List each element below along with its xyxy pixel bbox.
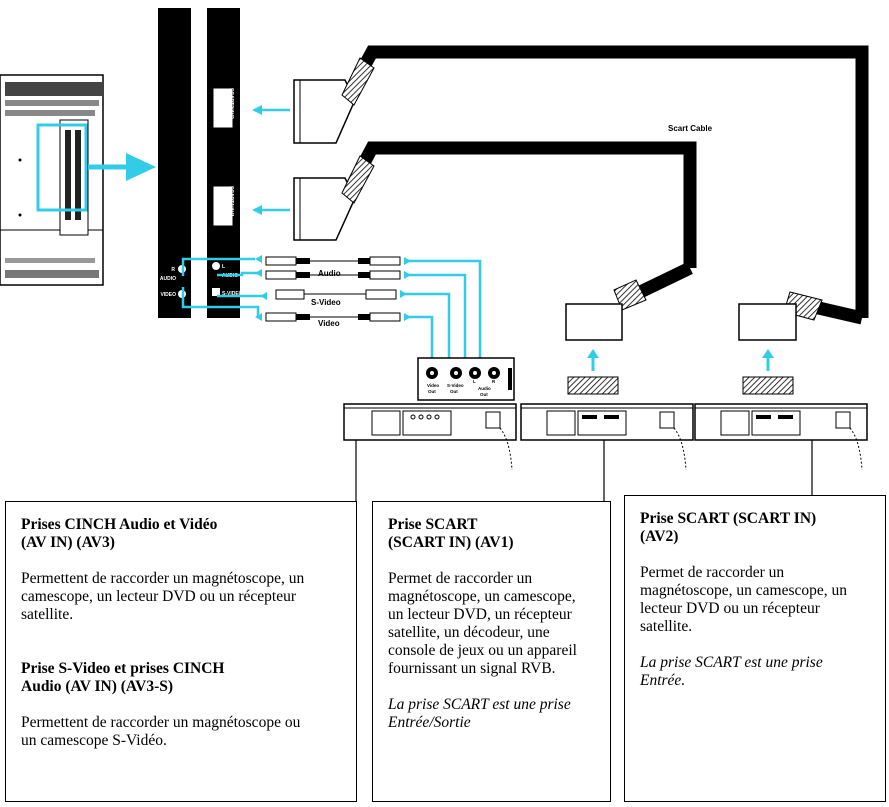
scart-cable-1 — [293, 45, 869, 341]
av1-description-box: Prise SCART (SCART IN) (AV1) Permet de r… — [372, 501, 611, 802]
signal-arrow-heads — [255, 255, 411, 321]
up-arrow-icon-av1 — [587, 349, 599, 371]
av2-title-1: Prise SCART (SCART IN) — [640, 510, 817, 527]
av3-description-box: Prises CINCH Audio et Vidéo (AV IN) (AV3… — [5, 501, 357, 802]
svg-text:R: R — [492, 379, 496, 384]
av2-note: La prise SCART est une prise Entrée. — [640, 654, 823, 689]
svg-text:Video: Video — [427, 383, 439, 388]
tv-set-illustration — [0, 74, 104, 286]
scart1-arrow-icon — [252, 205, 290, 215]
scart-socket-av1 — [567, 376, 619, 395]
av3s-title-1: Prise S-Video et prises CINCH — [21, 660, 225, 677]
scart1-jack-label: SCART1/AV1 — [228, 186, 234, 217]
av3-title-2: (AV IN) (AV3) — [21, 534, 115, 551]
video-cable-label: Video — [318, 319, 340, 328]
scart2-jack-label: SCART2/AV2 — [228, 88, 234, 119]
svg-text:Out: Out — [480, 392, 488, 397]
av2-body: Permet de raccorder un magnétoscope, un … — [640, 564, 848, 635]
zoom-arrow-icon — [88, 153, 156, 181]
svg-text:S-VIDEO: S-VIDEO — [222, 291, 243, 297]
source-device-1 — [343, 403, 517, 471]
rca-cable-group — [265, 256, 401, 322]
svideo-cable-label: S-Video — [311, 298, 341, 307]
audio-cable-label: Audio — [318, 269, 341, 278]
up-arrow-icon-av2 — [762, 349, 774, 371]
svg-text:Audio: Audio — [478, 386, 491, 391]
svg-text:AUDIO: AUDIO — [160, 276, 176, 282]
device-output-panel — [417, 357, 515, 401]
svg-text:Out: Out — [450, 389, 458, 394]
svg-text:Out: Out — [428, 389, 436, 394]
av3-title-1: Prises CINCH Audio et Vidéo — [21, 516, 218, 533]
svg-text:VIDEO: VIDEO — [160, 292, 176, 298]
av3-body: Permettent de raccorder un magnétoscope,… — [21, 570, 305, 623]
av1-body: Permet de raccorder un magnétoscope, un … — [388, 570, 577, 677]
scart-socket-av2 — [742, 376, 794, 395]
av2-description-box: Prise SCART (SCART IN) (AV2) Permet de r… — [624, 495, 886, 802]
rear-panel-left — [158, 8, 191, 318]
svg-text:R: R — [171, 267, 175, 273]
av2-title-2: (AV2) — [640, 528, 679, 545]
tv-svideo-jack: S-VIDEO — [212, 288, 243, 297]
rear-panel-right — [207, 8, 240, 318]
av1-title-1: Prise SCART — [388, 516, 478, 533]
scart-cable-label: Scart Cable — [668, 124, 713, 133]
source-device-2 — [520, 403, 694, 471]
scart2-arrow-icon — [252, 105, 290, 115]
av3s-body: Permettent de raccorder un magnétoscope … — [21, 714, 301, 749]
svideo-cable — [275, 289, 397, 300]
scart-cable-2 — [293, 141, 697, 341]
source-device-3 — [694, 403, 868, 471]
svg-text:S-Video: S-Video — [447, 383, 464, 388]
av1-title-2: (SCART IN) (AV1) — [388, 534, 514, 551]
svg-text:L: L — [473, 379, 476, 384]
av3s-title-2: Audio (AV IN) (AV3-S) — [21, 678, 174, 695]
audio-cable-top — [265, 256, 401, 266]
audio-cable-bottom — [265, 270, 401, 280]
signal-lines — [181, 257, 482, 360]
av1-note: La prise SCART est une prise Entrée/Sort… — [388, 696, 571, 731]
svg-text:L: L — [222, 264, 225, 270]
video-cable — [265, 312, 401, 322]
